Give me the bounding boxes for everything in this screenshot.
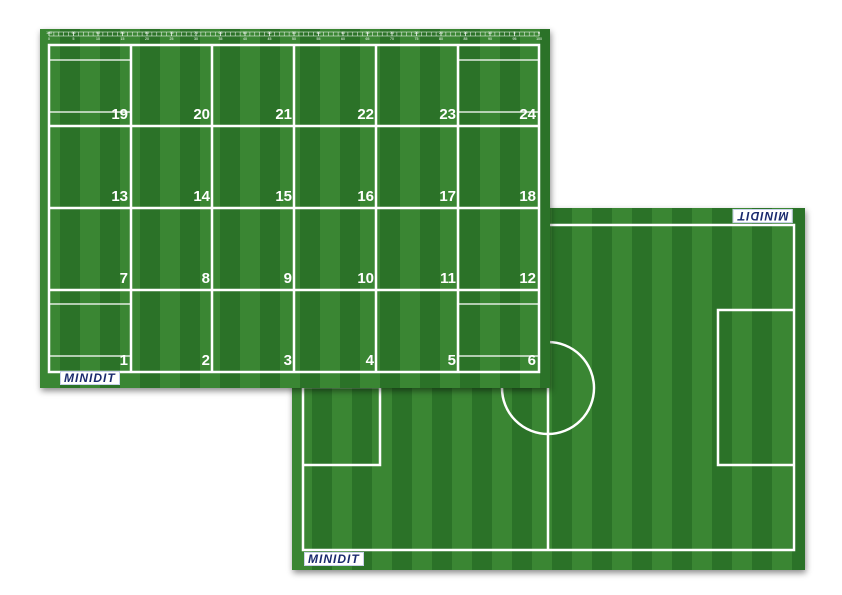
- zone-label-14: 14: [193, 188, 210, 205]
- grid-logo: MINIDIT: [60, 371, 120, 385]
- zone-label-24: 24: [519, 106, 536, 123]
- zone-label-1: 1: [119, 352, 128, 369]
- zone-label-5: 5: [447, 352, 456, 369]
- zone-label-12: 12: [519, 270, 536, 287]
- grid-markings: [47, 43, 541, 374]
- zone-label-13: 13: [111, 188, 128, 205]
- pitch-logo-bottom: MINIDIT: [304, 552, 364, 566]
- zone-label-20: 20: [193, 106, 210, 123]
- zone-label-2: 2: [201, 352, 210, 369]
- zone-label-19: 19: [111, 106, 128, 123]
- zone-label-15: 15: [275, 188, 292, 205]
- zone-label-18: 18: [519, 188, 536, 205]
- zone-label-3: 3: [283, 352, 292, 369]
- zone-label-17: 17: [439, 188, 456, 205]
- zone-label-21: 21: [275, 106, 292, 123]
- zone-label-8: 8: [201, 270, 210, 287]
- zone-label-11: 11: [440, 270, 456, 287]
- left-penalty-box: [303, 385, 382, 467]
- zone-label-23: 23: [439, 106, 456, 123]
- zone-label-4: 4: [365, 352, 374, 369]
- pitch-logo-top: MINIDIT: [733, 209, 793, 223]
- right-penalty-box: [716, 308, 794, 467]
- zone-label-6: 6: [527, 352, 536, 369]
- zone-label-16: 16: [357, 188, 374, 205]
- zone-label-9: 9: [283, 270, 292, 287]
- zone-label-22: 22: [357, 106, 374, 123]
- zone-label-7: 7: [119, 270, 128, 287]
- zone-label-10: 10: [357, 270, 374, 287]
